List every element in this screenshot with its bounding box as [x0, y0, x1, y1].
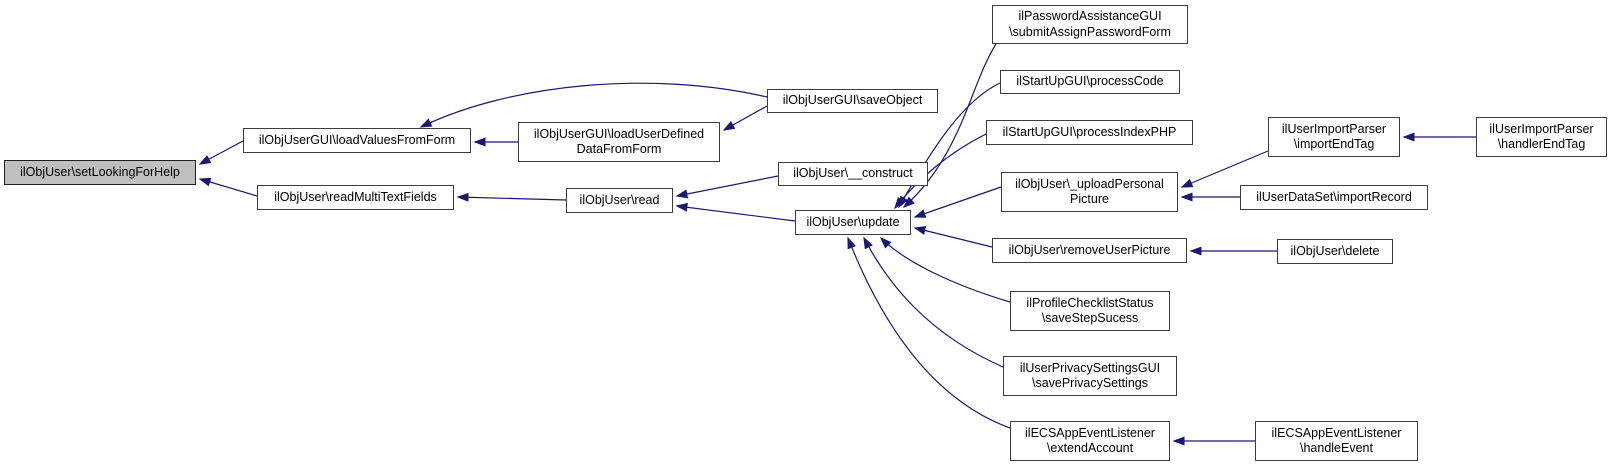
edge-extend-account-to-update	[847, 236, 1011, 429]
node-upload-personal-picture[interactable]: ilObjUser\_uploadPersonal Picture	[1001, 172, 1178, 212]
edge-read-multi-text-fields-to-set-looking-for-help	[198, 177, 258, 197]
edge-process-index-php-to-update	[894, 133, 987, 210]
node-remove-user-picture[interactable]: ilObjUser\removeUserPicture	[992, 238, 1187, 263]
edge-save-object-to-load-user-defined-data-from-form	[722, 105, 768, 131]
node-save-step-sucess[interactable]: ilProfileChecklistStatus \saveStepSucess	[1010, 291, 1170, 331]
node-process-code[interactable]: ilStartUpGUI\processCode	[1000, 70, 1180, 94]
edge-update-to-read	[675, 202, 796, 222]
edge-save-step-sucess-to-update	[879, 236, 1011, 303]
node-delete[interactable]: ilObjUser\delete	[1277, 239, 1393, 264]
node-read-multi-text-fields[interactable]: ilObjUser\readMultiTextFields	[257, 185, 454, 210]
node-load-user-defined-data-from-form[interactable]: ilObjUserGUI\loadUserDefined DataFromFor…	[518, 122, 720, 162]
edge-process-code-to-update	[898, 82, 1001, 209]
node-extend-account[interactable]: ilECSAppEventListener \extendAccount	[1010, 421, 1170, 461]
node-save-privacy-settings[interactable]: ilUserPrivacySettingsGUI \savePrivacySet…	[1003, 356, 1177, 396]
edge-save-object-to-load-values-from-form	[419, 82, 768, 128]
edge-submit-assign-password-form-to-update	[902, 43, 997, 209]
edge-remove-user-picture-to-update	[913, 226, 993, 248]
node-handler-end-tag[interactable]: ilUserImportParser \handlerEndTag	[1476, 117, 1607, 157]
node-import-end-tag[interactable]: ilUserImportParser \importEndTag	[1268, 117, 1400, 157]
node-read[interactable]: ilObjUser\read	[566, 188, 673, 213]
node-import-record[interactable]: ilUserDataSet\importRecord	[1240, 185, 1428, 210]
edge-construct-to-read	[675, 175, 779, 199]
node-submit-assign-password-form[interactable]: ilPasswordAssistanceGUI \submitAssignPas…	[992, 5, 1188, 44]
node-handle-event[interactable]: ilECSAppEventListener \handleEvent	[1255, 421, 1418, 461]
node-construct[interactable]: ilObjUser\__construct	[778, 162, 928, 186]
edge-load-values-from-form-to-set-looking-for-help	[198, 140, 244, 165]
node-process-index-php[interactable]: ilStartUpGUI\processIndexPHP	[986, 120, 1193, 145]
edge-read-to-read-multi-text-fields	[456, 192, 567, 202]
node-save-object[interactable]: ilObjUserGUI\saveObject	[767, 89, 938, 113]
edge-upload-personal-picture-to-update	[913, 186, 1002, 218]
node-load-values-from-form[interactable]: ilObjUserGUI\loadValuesFromForm	[243, 128, 471, 153]
node-update[interactable]: ilObjUser\update	[795, 210, 911, 235]
edge-save-privacy-settings-to-update	[863, 236, 1004, 368]
node-set-looking-for-help: ilObjUser\setLookingForHelp	[4, 160, 196, 185]
edge-import-end-tag-to-upload-personal-picture	[1180, 150, 1269, 188]
